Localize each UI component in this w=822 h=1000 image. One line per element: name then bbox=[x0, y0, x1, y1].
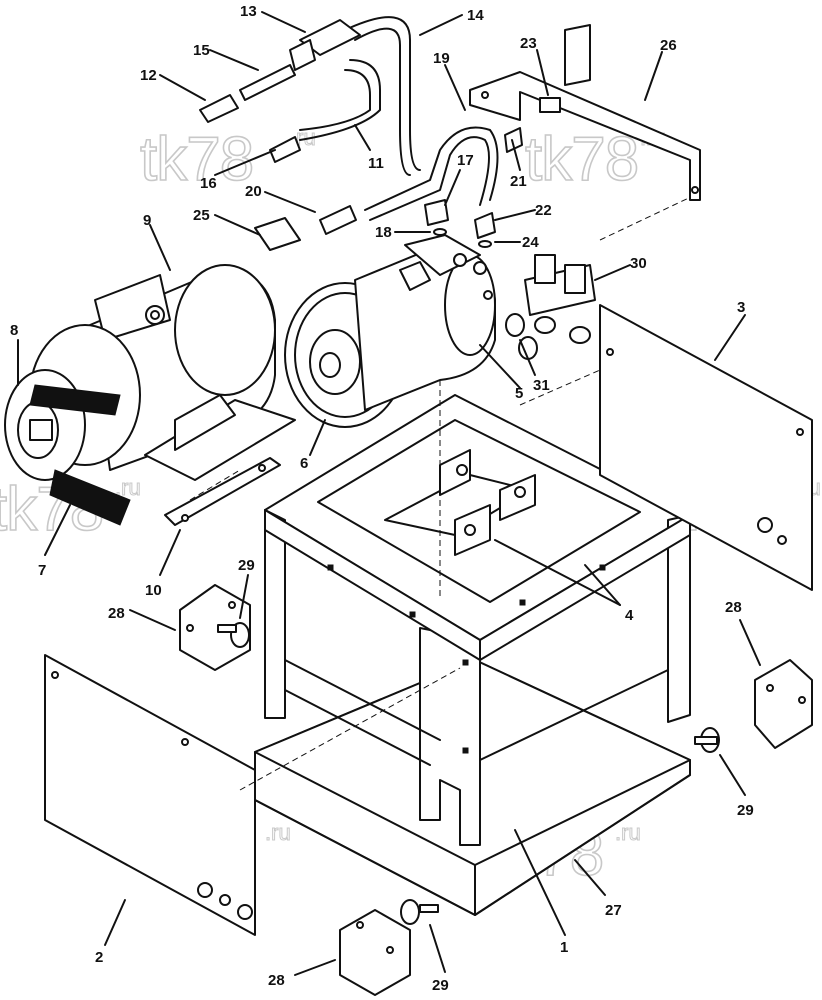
compressor bbox=[354, 234, 496, 411]
callout-labels: 13 14 15 12 19 23 26 11 16 17 21 20 22 2… bbox=[10, 3, 754, 994]
callout-29-left: 29 bbox=[238, 557, 255, 574]
service-valve-manifold bbox=[505, 254, 596, 360]
callout-14: 14 bbox=[467, 7, 484, 24]
callout-28-left: 28 bbox=[108, 605, 125, 622]
callout-5: 5 bbox=[515, 385, 523, 402]
callout-2: 2 bbox=[95, 949, 103, 966]
watermark-6-suffix: .ru bbox=[265, 820, 291, 845]
assembly-guide-lines bbox=[189, 194, 696, 791]
callout-18: 18 bbox=[375, 224, 392, 241]
side-panel-right bbox=[599, 304, 813, 591]
callout-7: 7 bbox=[38, 562, 46, 579]
callout-6: 6 bbox=[300, 455, 308, 472]
callout-8: 8 bbox=[10, 322, 18, 339]
leader-arrows bbox=[17, 11, 761, 976]
watermark-1: tk78 bbox=[140, 125, 253, 194]
callout-10: 10 bbox=[145, 582, 162, 599]
isolator-bracket-right bbox=[694, 659, 813, 753]
callout-1: 1 bbox=[560, 939, 568, 956]
callout-22: 22 bbox=[535, 202, 552, 219]
callout-9: 9 bbox=[143, 212, 151, 229]
callout-29-bottom: 29 bbox=[432, 977, 449, 994]
callout-23: 23 bbox=[520, 35, 537, 52]
hose-bracket bbox=[469, 24, 701, 201]
callout-13: 13 bbox=[240, 3, 257, 20]
callout-31: 31 bbox=[533, 377, 550, 394]
motor-pulley bbox=[4, 324, 141, 526]
callout-20: 20 bbox=[245, 183, 262, 200]
callout-3: 3 bbox=[737, 299, 745, 316]
callout-29-right: 29 bbox=[737, 802, 754, 819]
front-panel-left bbox=[44, 654, 256, 936]
watermark-2: tk78 bbox=[525, 125, 638, 194]
callout-28-right: 28 bbox=[725, 599, 742, 616]
callout-26: 26 bbox=[660, 37, 677, 54]
callout-21: 21 bbox=[510, 173, 527, 190]
callout-28-bottom: 28 bbox=[268, 972, 285, 989]
callout-12: 12 bbox=[140, 67, 157, 84]
callout-24: 24 bbox=[522, 234, 539, 251]
callout-4: 4 bbox=[625, 607, 634, 624]
callout-25: 25 bbox=[193, 207, 210, 224]
callout-17: 17 bbox=[457, 152, 474, 169]
watermark-7-suffix: .ru bbox=[615, 820, 641, 845]
hose-assemblies bbox=[199, 16, 523, 251]
callout-11: 11 bbox=[368, 155, 384, 172]
callout-27: 27 bbox=[605, 902, 622, 919]
callout-16: 16 bbox=[200, 175, 217, 192]
isolator-bracket-left bbox=[179, 584, 251, 671]
motor-mount-plate bbox=[164, 457, 281, 526]
callout-19: 19 bbox=[433, 50, 450, 67]
isolator-bracket-bottom bbox=[339, 899, 439, 996]
callout-30: 30 bbox=[630, 255, 647, 272]
callout-15: 15 bbox=[193, 42, 210, 59]
mounting-brackets bbox=[384, 449, 536, 556]
